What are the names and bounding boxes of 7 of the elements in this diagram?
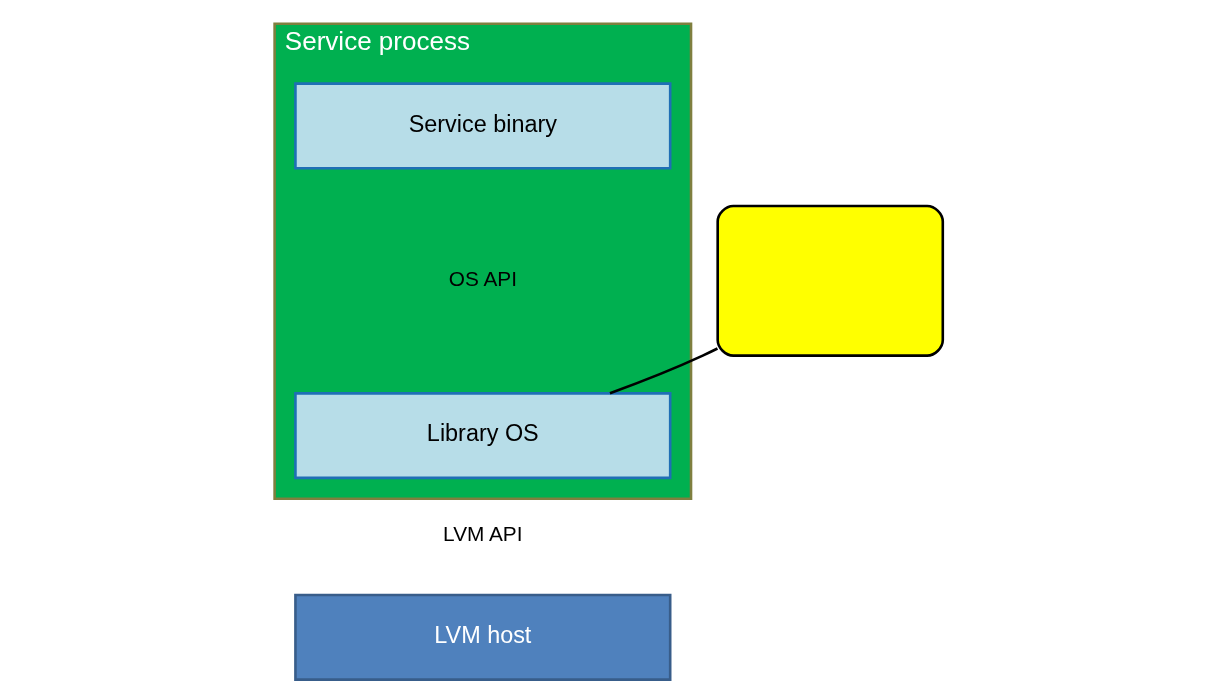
node-box: Service binary xyxy=(293,82,671,170)
label: LVM API xyxy=(442,522,522,546)
connector xyxy=(609,347,718,395)
label: OS API xyxy=(448,266,517,290)
node-box: LVM host xyxy=(293,593,671,681)
node-callout xyxy=(715,204,944,357)
node-box: Library OS xyxy=(293,392,671,480)
